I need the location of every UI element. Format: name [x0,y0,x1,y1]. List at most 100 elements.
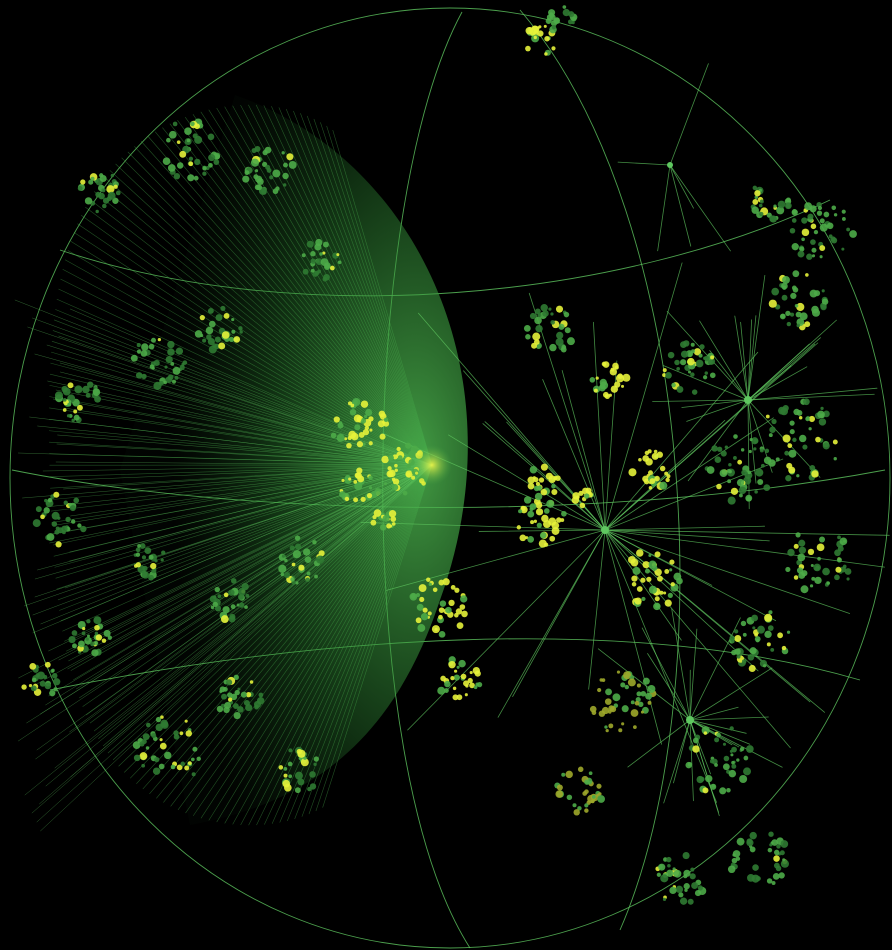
tree-node[interactable] [640,690,647,697]
tree-node[interactable] [456,622,464,629]
tree-node[interactable] [766,878,773,884]
tree-node[interactable] [731,763,737,769]
tree-node[interactable] [701,726,710,735]
tree-node[interactable] [572,803,577,808]
tree-node[interactable] [141,373,147,380]
tree-node[interactable] [220,615,229,624]
tree-node[interactable] [624,684,630,690]
tree-node[interactable] [360,496,366,502]
tree-node[interactable] [687,357,695,366]
tree-node[interactable] [819,218,825,224]
tree-node[interactable] [251,148,257,154]
tree-node[interactable] [809,584,814,588]
tree-node[interactable] [265,164,271,170]
tree-node[interactable] [54,391,63,400]
tree-node[interactable] [80,179,86,185]
tree-node[interactable] [598,384,606,392]
tree-node[interactable] [543,24,547,28]
tree-node[interactable] [90,641,95,647]
tree-node[interactable] [234,689,240,696]
tree-node[interactable] [763,484,771,491]
tree-node[interactable] [796,410,803,416]
tree-node[interactable] [86,619,91,624]
tree-node[interactable] [664,471,669,476]
tree-node[interactable] [402,490,408,496]
tree-node[interactable] [819,245,826,252]
tree-node[interactable] [249,680,254,684]
tree-node[interactable] [695,359,704,368]
tree-node[interactable] [633,725,637,730]
tree-node[interactable] [548,307,552,311]
tree-node[interactable] [760,463,765,468]
tree-node[interactable] [550,320,555,325]
tree-node[interactable] [693,348,702,356]
tree-node[interactable] [591,795,596,799]
tree-node[interactable] [242,175,250,183]
tree-node[interactable] [284,558,288,563]
tree-node[interactable] [444,688,449,693]
tree-node[interactable] [680,341,687,348]
tree-node[interactable] [71,630,78,636]
tree-node[interactable] [741,469,747,476]
tree-node[interactable] [454,587,460,593]
tree-node[interactable] [44,661,51,668]
tree-node[interactable] [796,474,800,478]
tree-node[interactable] [221,693,227,700]
tree-node[interactable] [705,775,713,783]
tree-node[interactable] [168,130,177,139]
tree-node[interactable] [782,405,789,412]
tree-node[interactable] [362,442,366,446]
tree-node[interactable] [773,862,780,869]
tree-node[interactable] [666,474,671,479]
tree-node[interactable] [428,582,432,587]
tree-node[interactable] [300,758,309,767]
tree-node[interactable] [369,428,373,432]
tree-node[interactable] [391,522,396,526]
tree-node[interactable] [821,289,825,293]
tree-node[interactable] [142,733,150,741]
tree-node[interactable] [798,546,807,554]
tree-node[interactable] [324,262,331,269]
tree-node[interactable] [605,728,609,733]
tree-node[interactable] [790,292,797,300]
tree-node[interactable] [634,597,642,605]
tree-node[interactable] [382,515,390,522]
tree-node[interactable] [772,872,780,880]
tree-node[interactable] [469,670,473,675]
tree-node[interactable] [683,869,691,877]
tree-node[interactable] [748,664,756,672]
tree-node[interactable] [218,342,226,350]
tree-node[interactable] [692,737,699,744]
tree-node[interactable] [95,209,99,214]
tree-node[interactable] [811,576,816,581]
tree-node[interactable] [620,384,625,388]
tree-node[interactable] [298,564,305,571]
tree-node[interactable] [73,497,80,504]
tree-node[interactable] [798,416,803,420]
tree-node[interactable] [341,478,345,483]
tree-node[interactable] [223,312,230,319]
tree-node[interactable] [130,354,138,362]
tree-node[interactable] [789,429,795,435]
tree-node[interactable] [370,519,377,526]
tree-node[interactable] [759,448,764,453]
tree-node[interactable] [770,647,775,652]
tree-node[interactable] [742,632,747,637]
tree-node[interactable] [94,395,101,403]
tree-node[interactable] [336,433,345,442]
tree-node[interactable] [187,761,192,765]
tree-node[interactable] [360,418,367,424]
tree-node[interactable] [94,631,99,636]
tree-node[interactable] [310,268,315,273]
tree-node[interactable] [786,462,793,469]
tree-node[interactable] [645,692,653,700]
tree-node[interactable] [409,592,418,601]
tree-node[interactable] [714,737,720,743]
tree-node[interactable] [61,525,68,533]
tree-node[interactable] [379,433,386,440]
tree-node[interactable] [305,577,310,583]
tree-node[interactable] [233,336,241,343]
tree-node[interactable] [673,572,682,581]
tree-node[interactable] [810,239,816,245]
tree-node[interactable] [245,593,250,598]
